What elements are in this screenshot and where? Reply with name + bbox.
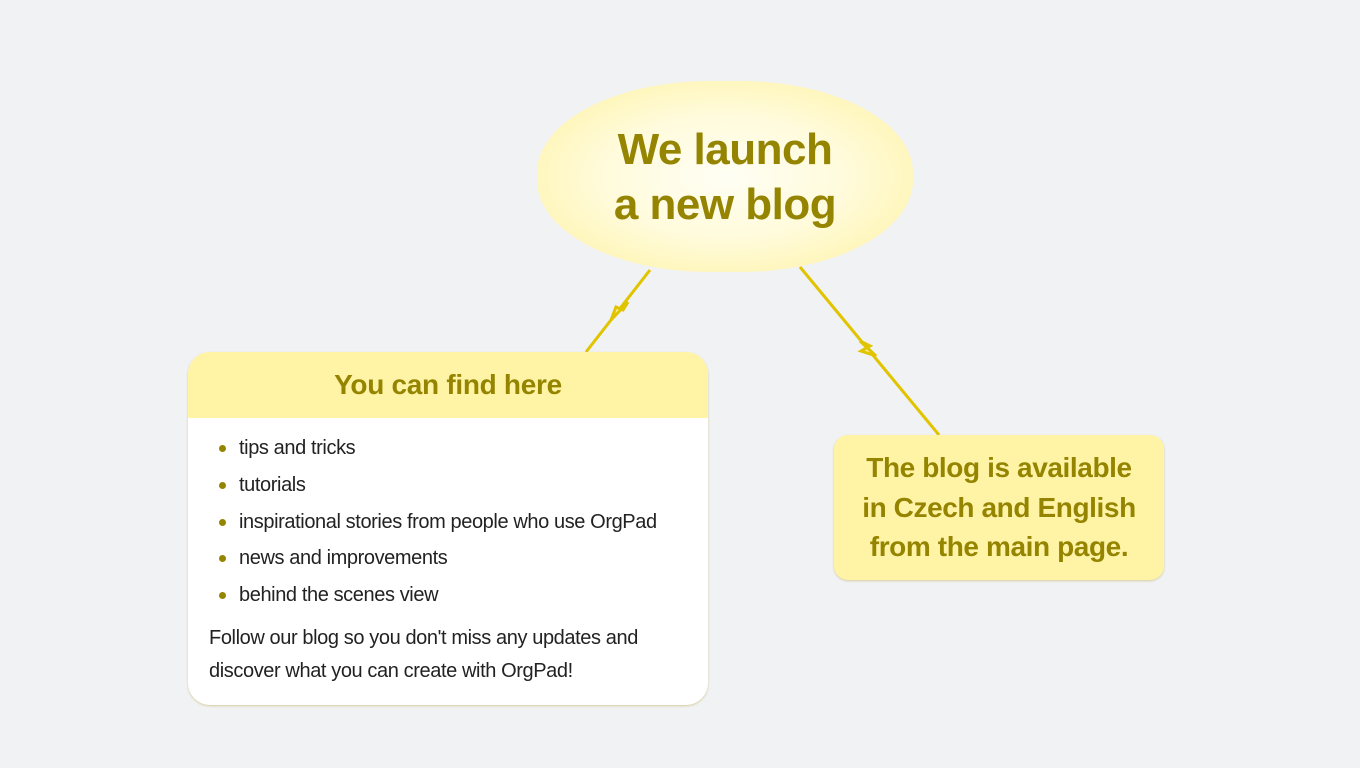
card-header: You can find here xyxy=(188,352,708,418)
arrow-icon xyxy=(609,300,630,322)
card-body: tips and tricks tutorials inspirational … xyxy=(188,418,708,688)
language-availability-note[interactable]: The blog is available in Czech and Engli… xyxy=(834,435,1164,580)
list-item: inspirational stories from people who us… xyxy=(219,504,688,541)
link-main-to-card[interactable] xyxy=(584,269,652,353)
link-main-to-note[interactable] xyxy=(798,266,941,436)
bullet-icon xyxy=(219,445,226,452)
main-topic-node[interactable]: We launch a new blog xyxy=(537,81,913,272)
list-item: tips and tricks xyxy=(219,430,688,467)
main-topic-title: We launch a new blog xyxy=(613,124,837,229)
arrow-icon xyxy=(857,339,878,358)
you-can-find-here-card[interactable]: You can find here tips and tricks tutori… xyxy=(188,352,708,705)
bullet-icon xyxy=(219,555,226,563)
note-text: The blog is available in Czech and Engli… xyxy=(862,452,1136,563)
feature-list: tips and tricks tutorials inspirational … xyxy=(209,430,688,614)
card-footer-text: Follow our blog so you don't miss any up… xyxy=(209,626,638,682)
bullet-icon xyxy=(219,592,226,600)
bullet-icon xyxy=(219,518,226,526)
card-title: You can find here xyxy=(334,369,562,400)
list-item: tutorials xyxy=(219,467,688,504)
list-item: news and improvements xyxy=(219,540,688,577)
bullet-icon xyxy=(219,481,226,489)
list-item: behind the scenes view xyxy=(219,577,688,614)
